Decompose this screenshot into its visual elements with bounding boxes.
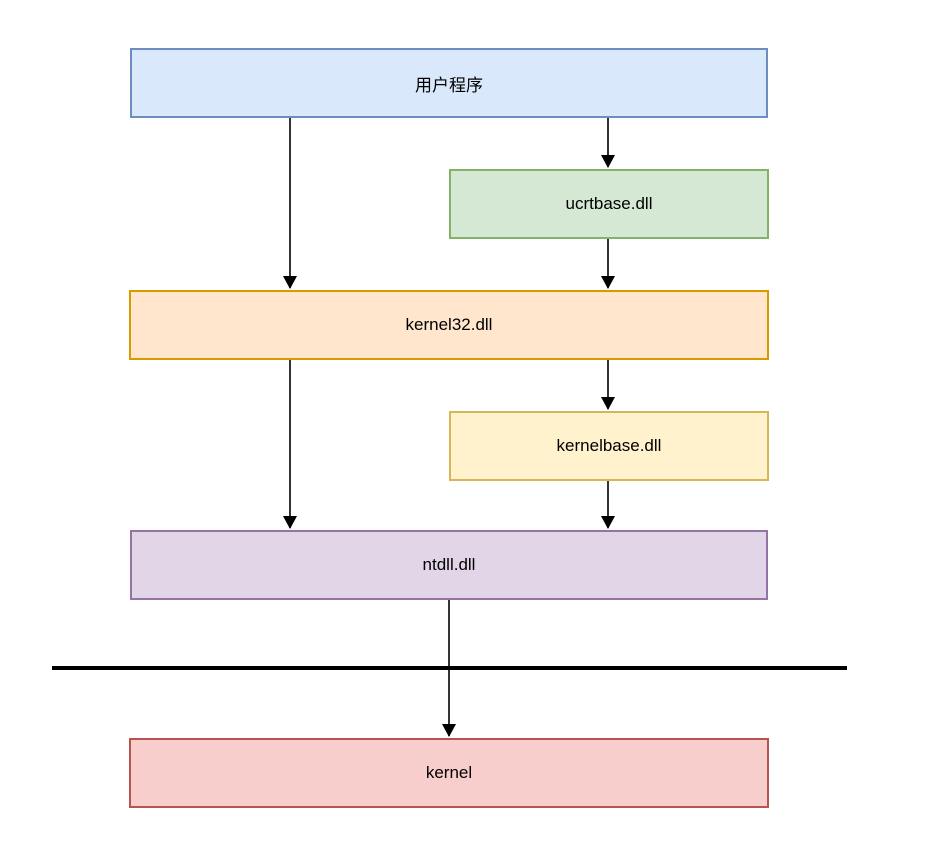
node-kernelbase-dll-label: kernelbase.dll [556, 436, 662, 455]
node-kernel32-dll: kernel32.dll [129, 290, 769, 360]
node-ucrtbase-dll: ucrtbase.dll [449, 169, 769, 239]
node-ucrtbase-dll-label: ucrtbase.dll [565, 194, 653, 213]
node-ntdll-dll-label: ntdll.dll [422, 555, 476, 574]
node-user-program: 用户程序 [130, 48, 768, 118]
node-kernelbase-dll: kernelbase.dll [449, 411, 769, 481]
node-ntdll-dll: ntdll.dll [130, 530, 768, 600]
node-kernel32-dll-label: kernel32.dll [405, 315, 493, 334]
node-kernel-label: kernel [425, 763, 473, 782]
node-kernel: kernel [129, 738, 769, 808]
node-user-program-label: 用户程序 [415, 75, 483, 95]
